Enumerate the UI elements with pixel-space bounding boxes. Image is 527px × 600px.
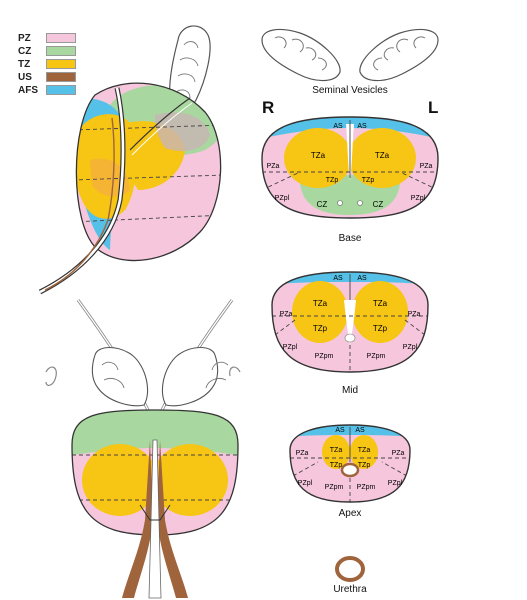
label-pzpl-left: PZpl	[411, 195, 426, 202]
coronal-view	[45, 299, 241, 599]
caption-seminal-vesicles: Seminal Vesicles	[312, 85, 388, 96]
urethra-section	[335, 556, 365, 582]
label-tza-left: TZa	[375, 151, 390, 160]
label-pzpm-right: PZpm	[315, 353, 334, 360]
orientation-left: L	[428, 98, 439, 117]
label-cz-right: CZ	[317, 200, 328, 209]
label-pzpm-right: PZpm	[325, 484, 344, 491]
label-as-right: AS	[333, 275, 343, 282]
legend: PZ CZ TZ US AFS	[18, 32, 88, 97]
label-tzp-right: TZp	[326, 177, 339, 184]
label-pzpl-right: PZpl	[283, 344, 298, 351]
label-pza-left: PZa	[420, 163, 433, 170]
label-pza-left: PZa	[392, 450, 405, 457]
label-pzpm-left: PZpm	[357, 484, 376, 491]
orientation-right: R	[262, 98, 275, 117]
label-tzp-left: TZp	[362, 177, 375, 184]
legend-label: CZ	[18, 45, 32, 57]
legend-swatch	[46, 46, 76, 56]
label-pzpl-right: PZpl	[298, 480, 313, 487]
legend-swatch	[46, 59, 76, 69]
label-pzpl-right: PZpl	[275, 195, 290, 202]
label-tzp-left: TZp	[373, 324, 388, 333]
label-tza-left: TZa	[373, 299, 388, 308]
caption-apex: Apex	[338, 508, 362, 519]
label-as-right: AS	[335, 427, 345, 434]
mid-axial-section: AS AS TZa TZa TZp TZp PZa PZa PZpl PZpl …	[271, 271, 429, 373]
legend-swatch	[46, 72, 76, 82]
caption-mid: Mid	[341, 385, 359, 396]
label-pzpl-left: PZpl	[388, 480, 403, 487]
legend-swatch	[46, 33, 76, 43]
label-cz-left: CZ	[373, 200, 384, 209]
legend-item-tz: TZ	[18, 58, 88, 70]
legend-item-pz: PZ	[18, 32, 88, 44]
label-pza-right: PZa	[296, 450, 309, 457]
label-pza-right: PZa	[267, 163, 280, 170]
label-tza-right: TZa	[313, 299, 328, 308]
label-pza-left: PZa	[408, 311, 421, 318]
legend-label: AFS	[18, 84, 38, 96]
legend-item-afs: AFS	[18, 84, 88, 96]
legend-swatch	[46, 85, 76, 95]
sagittal-view	[38, 25, 222, 295]
label-tza-right: TZa	[311, 151, 326, 160]
caption-urethra: Urethra	[333, 584, 367, 595]
label-tza-left: TZa	[358, 447, 371, 454]
legend-item-us: US	[18, 71, 88, 83]
label-tzp-left: TZp	[358, 462, 371, 469]
label-pzpm-left: PZpm	[367, 353, 386, 360]
label-as-left: AS	[355, 427, 365, 434]
label-as-left: AS	[357, 275, 367, 282]
label-pza-right: PZa	[280, 311, 293, 318]
label-tzp-right: TZp	[330, 462, 343, 469]
base-axial-section: AS AS TZa TZa TZp TZp PZa PZa PZpl PZpl …	[261, 116, 439, 219]
legend-label: TZ	[18, 58, 31, 70]
legend-label: PZ	[18, 32, 31, 44]
seminal-vesicles	[261, 28, 439, 82]
apex-axial-section: AS AS TZa TZa TZp TZp PZa PZa PZpl PZpl …	[289, 424, 411, 503]
legend-label: US	[18, 71, 32, 83]
label-tzp-right: TZp	[313, 324, 328, 333]
label-as-right: AS	[333, 123, 343, 130]
caption-base: Base	[338, 233, 362, 244]
label-as-left: AS	[357, 123, 367, 130]
label-tza-right: TZa	[330, 447, 343, 454]
label-pzpl-left: PZpl	[403, 344, 418, 351]
legend-item-cz: CZ	[18, 45, 88, 57]
